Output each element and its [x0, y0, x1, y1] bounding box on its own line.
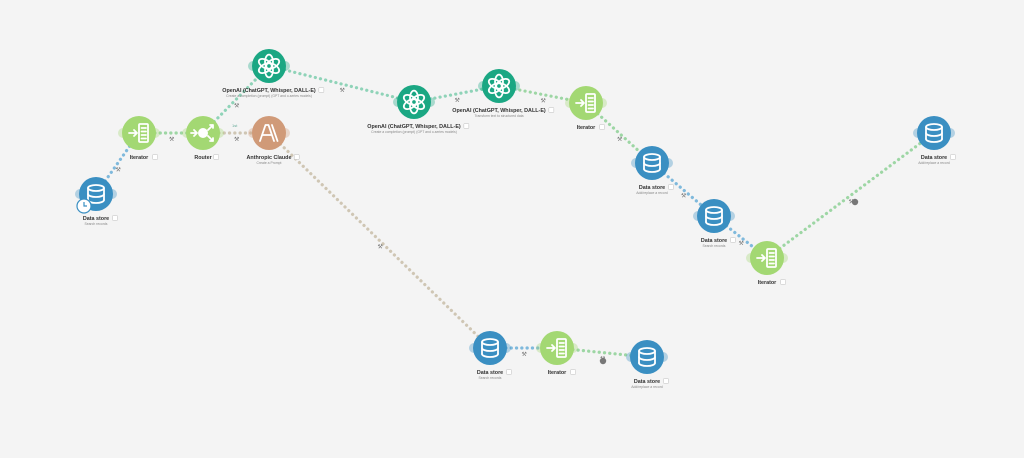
module-label: OpenAI (ChatGPT, Whisper, DALL-E) [222, 88, 316, 94]
module-info-icon[interactable] [950, 154, 956, 160]
module-it1[interactable]: Iterator [118, 116, 160, 161]
filter-wrench-icon[interactable]: ⚒ [340, 87, 346, 94]
filter-wrench-icon[interactable]: ⚒ [617, 136, 623, 143]
module-sublabel: Create a completion (prompt) (GPT and o-… [371, 130, 457, 134]
module-circle[interactable] [697, 199, 731, 233]
filter-wrench-icon[interactable]: ⚒ [455, 97, 461, 104]
module-sublabel: Search records [703, 244, 726, 248]
module-label: Data store [639, 185, 665, 191]
connection-anth-ds5[interactable] [267, 131, 492, 350]
module-label: Iterator [758, 280, 777, 286]
module-circle[interactable] [397, 85, 431, 119]
module-circle[interactable] [917, 116, 951, 150]
schedule-clock-icon[interactable] [76, 198, 92, 214]
filter-wrench-icon[interactable]: ⚒ [849, 199, 855, 206]
module-label: Data store [921, 155, 947, 161]
module-label: Data store [83, 216, 109, 222]
module-sublabel: Create a Prompt [257, 161, 282, 165]
filter-wrench-icon[interactable]: ⚒ [234, 103, 240, 110]
module-label: OpenAI (ChatGPT, Whisper, DALL-E) [367, 124, 461, 130]
module-info-icon[interactable] [112, 215, 118, 221]
module-info-icon[interactable] [463, 123, 470, 129]
module-circle[interactable] [252, 116, 286, 150]
filter-wrench-icon[interactable]: ⚒ [116, 167, 122, 174]
module-info-icon[interactable] [152, 154, 158, 160]
route-label: 1st [232, 123, 238, 128]
module-info-icon[interactable] [570, 369, 576, 375]
filter-wrench-icon[interactable]: ⚒ [541, 98, 547, 105]
module-it2[interactable]: Iterator [565, 86, 607, 131]
module-info-icon[interactable] [730, 237, 736, 243]
module-sublabel: Add/replace a record [636, 191, 668, 195]
filter-wrench-icon[interactable]: ⚒ [739, 240, 745, 247]
module-sublabel: Search records [85, 222, 108, 226]
module-circle[interactable] [635, 146, 669, 180]
module-circle[interactable] [630, 340, 664, 374]
add-module-bubble-icon[interactable] [599, 357, 607, 365]
module-label: Iterator [548, 370, 567, 376]
module-info-icon[interactable] [213, 154, 219, 160]
filter-wrench-icon[interactable]: ⚒ [234, 136, 240, 143]
module-label: Data store [634, 379, 660, 385]
module-info-icon[interactable] [548, 107, 555, 113]
filter-wrench-icon[interactable]: ⚒ [378, 244, 384, 251]
module-info-icon[interactable] [599, 124, 605, 130]
module-label: Router [194, 155, 212, 161]
module-info-icon[interactable] [668, 184, 674, 190]
module-info-icon[interactable] [780, 279, 786, 285]
module-circle[interactable] [252, 49, 286, 83]
module-sublabel: Search records [479, 376, 502, 380]
module-label: Data store [477, 370, 503, 376]
module-info-icon[interactable] [506, 369, 512, 375]
module-sublabel: Transform text to structured data [474, 114, 523, 118]
module-sublabel: Add/replace a record [918, 161, 950, 165]
filter-wrench-icon[interactable]: ⚒ [681, 193, 687, 200]
module-it4[interactable]: Iterator [536, 331, 578, 376]
module-label: Anthropic Claude [247, 155, 292, 161]
connection-oa1-oa2[interactable] [267, 64, 416, 104]
module-oa3[interactable]: OpenAI (ChatGPT, Whisper, DALL-E)Transfo… [452, 69, 555, 118]
filter-wrench-icon[interactable]: ⚒ [169, 136, 175, 143]
add-module-bubble-icon[interactable] [851, 198, 859, 206]
module-sublabel: Create a completion (prompt) (GPT and o-… [226, 94, 312, 98]
module-info-icon[interactable] [663, 378, 669, 384]
module-circle[interactable] [473, 331, 507, 365]
module-router[interactable]: Router [182, 116, 224, 161]
module-sublabel: Add/replace a record [631, 385, 663, 389]
module-oa2[interactable]: OpenAI (ChatGPT, Whisper, DALL-E)Create … [367, 85, 470, 134]
connection-it3-ds4[interactable] [765, 131, 936, 260]
module-it3[interactable]: Iterator [746, 241, 788, 286]
module-label: Iterator [130, 155, 149, 161]
module-oa1[interactable]: OpenAI (ChatGPT, Whisper, DALL-E)Create … [222, 49, 325, 98]
module-info-icon[interactable] [293, 154, 300, 160]
module-circle[interactable] [482, 69, 516, 103]
module-label: Data store [701, 238, 727, 244]
module-info-icon[interactable] [318, 87, 325, 93]
module-label: Iterator [577, 125, 596, 131]
connection-decorations: ⚒⚒⚒⚒⚒⚒⚒⚒⚒⚒⚒⚒⚒⚒1st [116, 87, 859, 365]
module-label: OpenAI (ChatGPT, Whisper, DALL-E) [452, 108, 546, 114]
filter-wrench-icon[interactable]: ⚒ [522, 351, 528, 358]
